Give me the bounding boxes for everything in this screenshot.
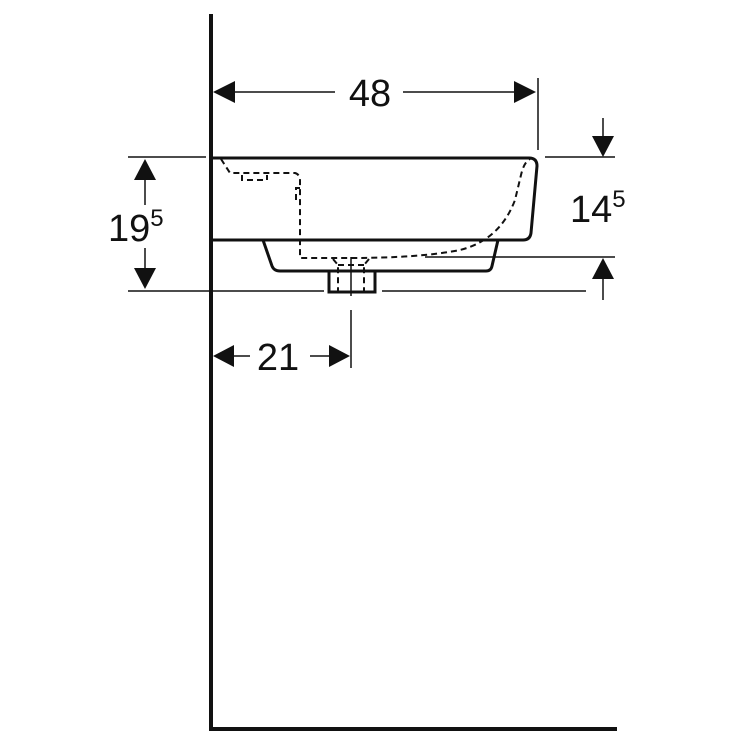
drain-outlet [327,269,377,294]
extension-lines [128,78,615,292]
dimension-rim-height: 145 [570,118,626,300]
dimension-total-height: 195 [108,159,164,289]
dimension-total-height-label: 195 [108,205,164,250]
dimension-depth-label: 48 [349,73,391,115]
wall-floor [209,14,617,731]
dimension-depth: 48 [213,73,536,115]
dimension-wall-to-drain: 21 [213,337,350,379]
dimension-wall-to-drain-label: 21 [257,337,299,379]
basin-base [261,239,500,273]
basin-body [211,156,539,294]
dimension-rim-height-label: 145 [570,186,626,231]
dashed-bowl-contour [220,158,531,292]
